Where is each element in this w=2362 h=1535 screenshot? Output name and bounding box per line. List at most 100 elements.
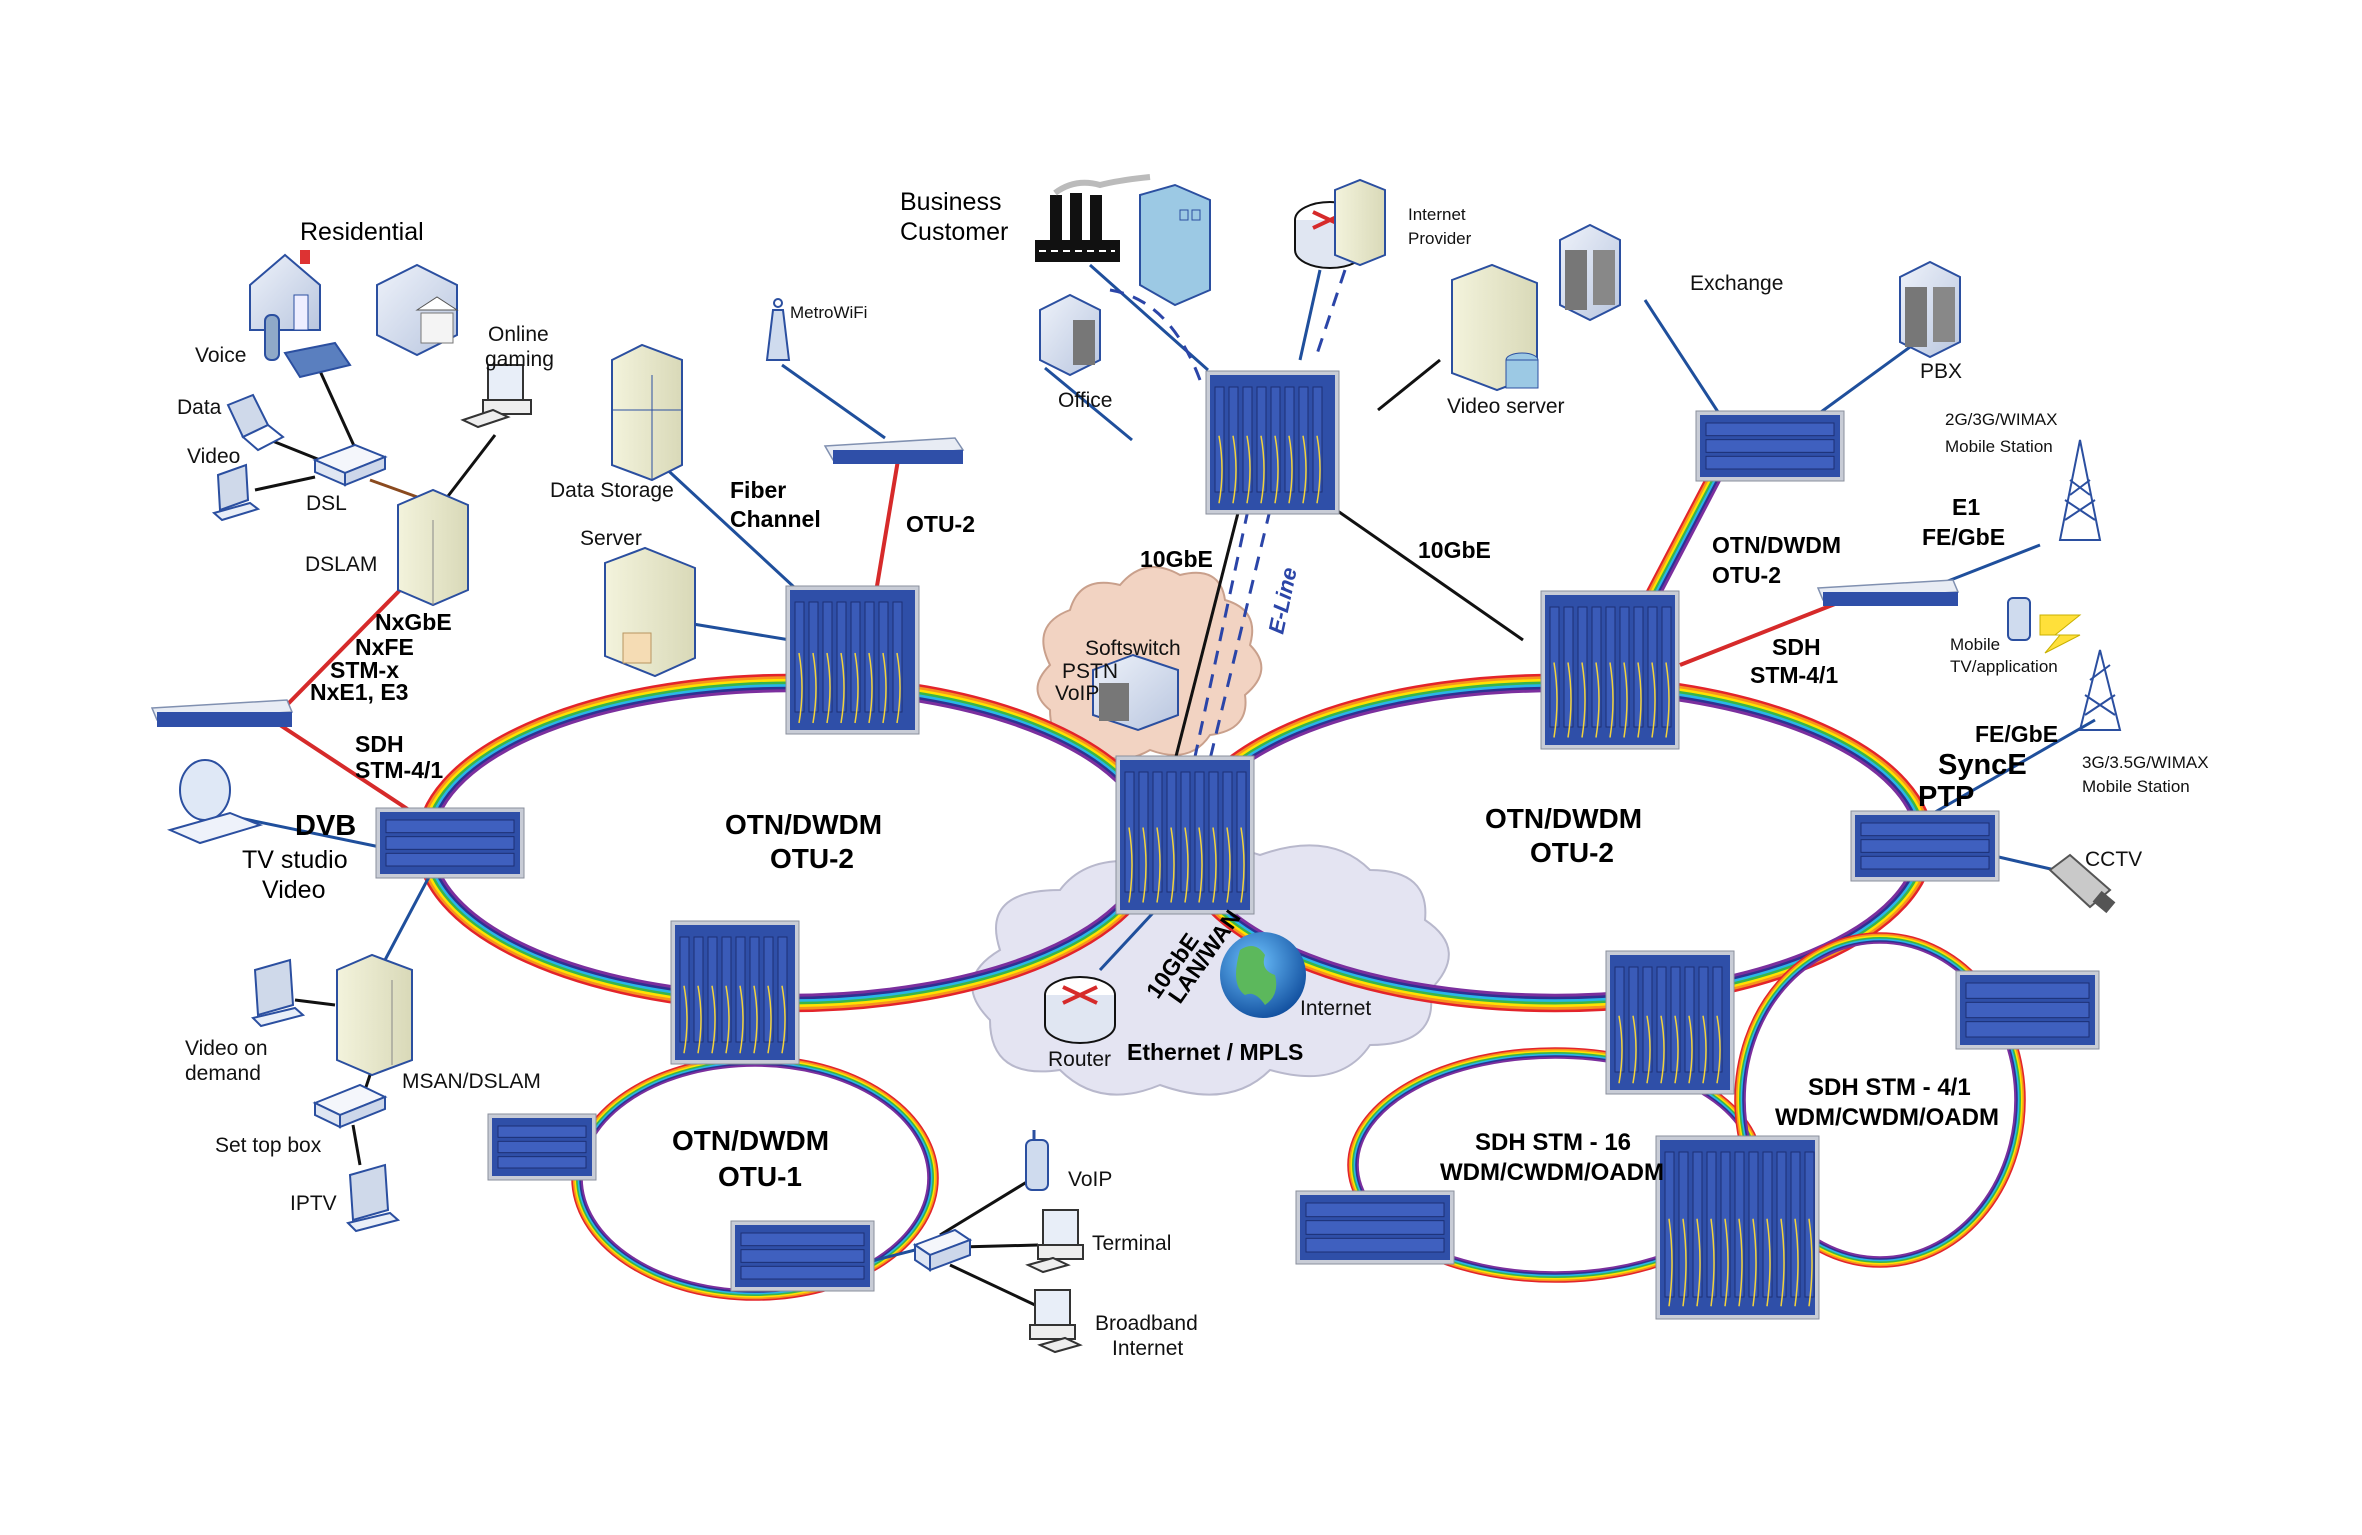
shelf-otu1-bottom[interactable] — [730, 1220, 875, 1292]
lightning-icon — [2039, 614, 2082, 654]
link-otu1-node-switch — [867, 1248, 916, 1264]
label-mobile-tv-2: TV/application — [1950, 657, 2058, 676]
dslam-cabinet-icon[interactable] — [397, 488, 469, 607]
link-mux-ring-node[interactable] — [278, 723, 414, 814]
mobile-phone-icon[interactable] — [2007, 597, 2031, 641]
laptop-icon[interactable] — [226, 393, 285, 452]
softswitch-server-icon[interactable] — [1092, 653, 1179, 732]
cell-tower-icon-2[interactable] — [2078, 649, 2122, 731]
label-mobile-3g-2: Mobile Station — [2082, 777, 2190, 796]
ring-sdh-stm41 — [1734, 932, 2026, 1268]
rack-otu1-top[interactable] — [670, 920, 800, 1065]
label-mobile-2g-2: Mobile Station — [1945, 437, 2053, 456]
label-dslam: DSLAM — [305, 553, 377, 576]
house-icon[interactable] — [249, 250, 321, 331]
shelf-stm41-right[interactable] — [1955, 970, 2100, 1050]
link-node-mux-sdh[interactable] — [1679, 600, 1841, 667]
factory-icon[interactable] — [1035, 174, 1151, 262]
lan-switch-icon[interactable] — [912, 1228, 973, 1272]
shelf-otu1-left[interactable] — [487, 1113, 597, 1181]
label-10gbe-right: 10GbE — [1418, 537, 1491, 563]
shelf-right-ring[interactable] — [1850, 810, 2000, 882]
rack-stm-top[interactable] — [1605, 950, 1735, 1095]
internet-provider-server-icon[interactable] — [1334, 178, 1386, 267]
rack-center-hub[interactable] — [1115, 755, 1255, 915]
end-devices — [150, 174, 2122, 1354]
metrowifi-mux-icon[interactable] — [823, 437, 965, 464]
bank-building-icon[interactable] — [376, 263, 459, 357]
video-server-icon[interactable] — [1451, 263, 1539, 392]
terminal-pc-icon[interactable] — [1025, 1209, 1084, 1274]
link-videoserver-top — [1377, 358, 1441, 412]
cctv-camera-icon[interactable] — [2048, 853, 2116, 914]
label-right-sdh: SDH — [1772, 634, 1821, 660]
label-broadband: Broadband — [1095, 1312, 1198, 1335]
rack-right-ring[interactable] — [1540, 590, 1680, 750]
data-storage-icon[interactable] — [611, 343, 683, 482]
label-right-otn: OTN/DWDM — [1712, 532, 1841, 558]
shelf-stm16-left[interactable] — [1295, 1190, 1455, 1265]
fiber-strand — [1646, 469, 1717, 601]
label-stmx: STM-x — [330, 657, 399, 683]
rack-left-ring[interactable] — [785, 585, 920, 735]
label-video: Video — [187, 445, 240, 468]
label-set-top-box: Set top box — [215, 1134, 322, 1157]
fiber-strand — [1643, 469, 1715, 601]
exchange-building-icon[interactable] — [1559, 223, 1621, 322]
label-mobile-tv-1: Mobile — [1950, 635, 2000, 654]
internet-globe-icon[interactable] — [1220, 932, 1306, 1018]
label-data: Data — [177, 396, 222, 419]
satellite-dish-icon[interactable] — [167, 759, 264, 845]
gaming-pc-icon[interactable] — [460, 364, 532, 429]
label-dvb: DVB — [295, 810, 356, 842]
shelf-stm-bottom[interactable] — [1655, 1135, 1820, 1320]
vod-monitor-icon[interactable] — [251, 958, 306, 1028]
label-online: Online — [488, 323, 549, 346]
label-customer: Customer — [900, 218, 1008, 246]
label-office: Office — [1058, 389, 1112, 412]
rack-top-center[interactable] — [1205, 370, 1340, 515]
fiber-spur-right — [1641, 469, 1727, 601]
business-building-icon[interactable] — [1139, 183, 1211, 307]
label-fe-gbe: FE/GbE — [1922, 524, 2005, 550]
link-mux-node-otu2[interactable] — [874, 459, 900, 593]
tv-monitor-icon[interactable] — [211, 463, 261, 522]
phone-icon[interactable] — [264, 314, 352, 379]
link-dslam-mux[interactable] — [278, 583, 407, 714]
link-wifi-mux — [781, 363, 886, 440]
label-enterprise-otu2: OTU-2 — [906, 511, 975, 537]
metrowifi-antenna-icon[interactable] — [765, 298, 791, 361]
label-stm16-2: WDM/CWDM/OADM — [1440, 1159, 1664, 1186]
link-storage-node — [658, 461, 810, 602]
label-left-ring-1: OTN/DWDM — [725, 809, 882, 840]
label-synce: SyncE — [1938, 749, 2027, 781]
office-building-icon[interactable] — [1039, 293, 1101, 377]
broadband-pc-icon[interactable] — [1029, 1289, 1083, 1354]
pbx-building-icon[interactable] — [1899, 260, 1961, 359]
label-right-stm41: STM-4/1 — [1750, 662, 1838, 688]
link-tv-dsl — [254, 475, 316, 492]
link-top-right-10gbe[interactable] — [1331, 505, 1524, 642]
label-broadband-internet: Internet — [1112, 1337, 1183, 1360]
dsl-modem-icon[interactable] — [312, 443, 388, 487]
right-mux-icon[interactable] — [1816, 579, 1960, 606]
label-voice: Voice — [195, 344, 246, 367]
voip-phone-icon[interactable] — [1025, 1130, 1049, 1191]
msan-dslam-cabinet-icon[interactable] — [336, 953, 413, 1077]
router-icon[interactable] — [1044, 976, 1116, 1044]
label-tv-studio: TV studio — [242, 846, 348, 874]
link-provider-top — [1298, 269, 1322, 361]
set-top-box-icon[interactable] — [312, 1083, 388, 1129]
server-icon[interactable] — [604, 546, 696, 678]
shelf-right-top[interactable] — [1695, 410, 1845, 482]
cell-tower-icon[interactable] — [2058, 439, 2102, 541]
link-top-center-10gbe[interactable] — [1168, 504, 1242, 781]
label-mobile-2g-1: 2G/3G/WIMAX — [1945, 410, 2057, 429]
label-internet-provider-1: Internet — [1408, 205, 1466, 224]
label-stm16-1: SDH STM - 16 — [1475, 1129, 1631, 1156]
link-node-msan — [383, 874, 432, 961]
left-mux-icon[interactable] — [150, 699, 294, 727]
shelf-left-ring[interactable] — [375, 807, 525, 879]
iptv-monitor-icon[interactable] — [346, 1163, 401, 1233]
label-left-stm41: STM-4/1 — [355, 757, 443, 783]
